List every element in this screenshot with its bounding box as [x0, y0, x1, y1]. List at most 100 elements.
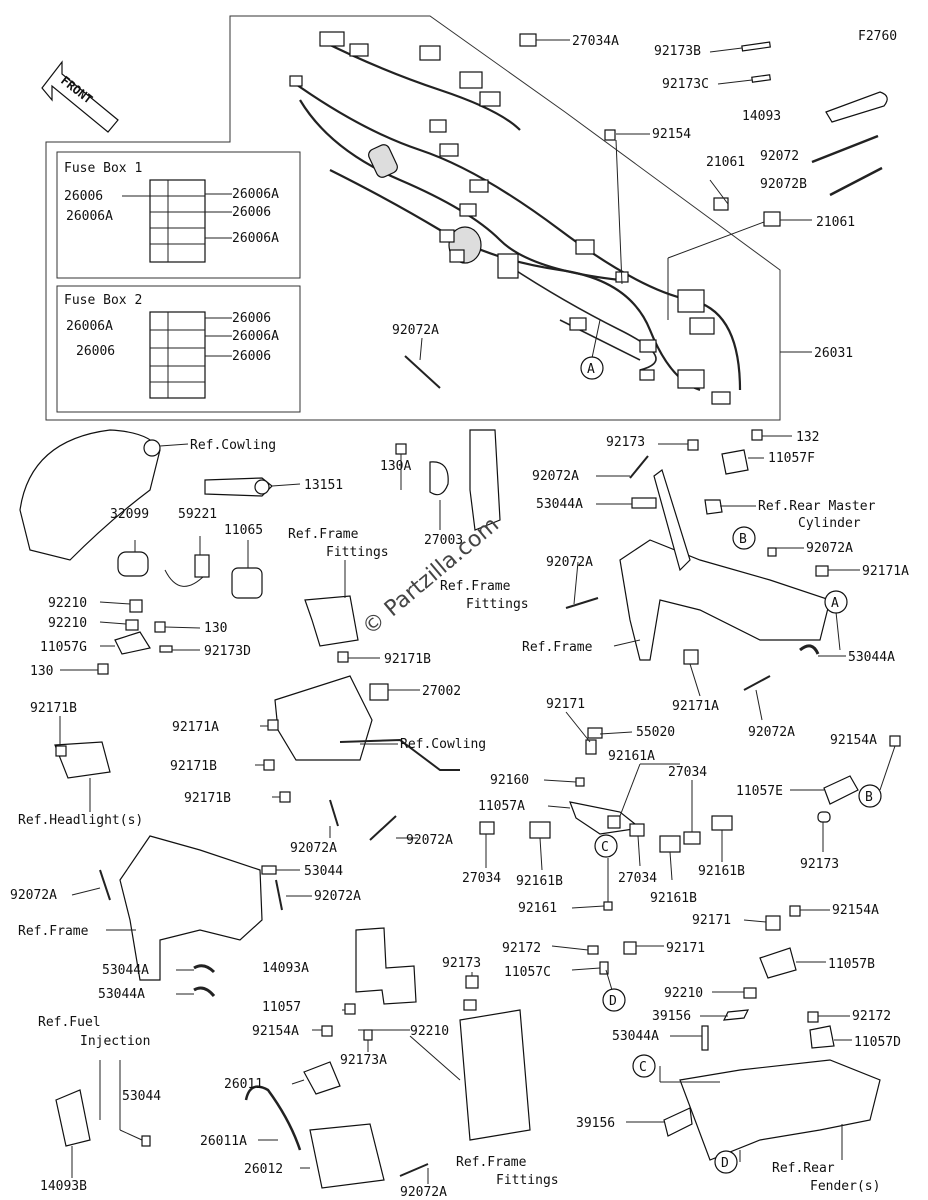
- circle-c-rb: C: [632, 1054, 656, 1078]
- part-132: [751, 429, 763, 441]
- label-53044a-r1: 53044A: [536, 497, 583, 512]
- label-ref-frame-fittings-1a: Ref.Frame: [288, 527, 359, 542]
- part-92210-rb: [743, 987, 757, 999]
- part-14093a: [355, 927, 417, 1005]
- label-92171b-mid: 92171B: [384, 652, 431, 667]
- svg-text:B: B: [739, 532, 747, 547]
- rear-fender-group: [587, 905, 881, 1161]
- fuse-box-1-title: Fuse Box 1: [64, 161, 142, 176]
- part-92072: [811, 134, 879, 164]
- label-ref-frame-fittings-2a: Ref.Frame: [440, 579, 511, 594]
- fuse-box-2-label-5: 26006: [232, 349, 271, 364]
- fuse-box-1-label-5: 26006A: [232, 231, 279, 246]
- label-ref-frame-fittings-1b: Fittings: [326, 545, 389, 560]
- relay-bracket-group: [479, 727, 733, 911]
- part-92173-r: [817, 811, 831, 823]
- part-92161a: [607, 815, 621, 829]
- label-92171-rb1: 92171: [692, 913, 731, 928]
- part-92210-b: [125, 619, 139, 631]
- fuse-box-2-label-2: 26006A: [66, 319, 113, 334]
- part-26011a: [244, 1085, 302, 1151]
- label-11057g: 11057G: [40, 640, 87, 655]
- circle-d-small: D: [602, 988, 626, 1012]
- label-92171b-l2: 92171B: [184, 791, 231, 806]
- label-92161: 92161: [518, 901, 557, 916]
- part-11057f: [721, 449, 749, 475]
- harness-damper: [368, 144, 398, 178]
- label-11057b: 11057B: [828, 957, 875, 972]
- label-92171b-l: 92171B: [170, 759, 217, 774]
- battery-tray: [459, 1009, 531, 1141]
- part-21061-a: [713, 197, 729, 211]
- label-26011a: 26011A: [200, 1134, 247, 1149]
- label-92210-rb: 92210: [664, 986, 703, 1001]
- part-130a: [395, 443, 407, 455]
- part-92072a-m1: [329, 799, 339, 827]
- fuse-box-2-label-4: 26006: [76, 344, 115, 359]
- label-ref-frame-fittings-2b: Fittings: [466, 597, 529, 612]
- horn-bracket: [469, 429, 501, 531]
- part-130-b: [97, 663, 109, 675]
- label-92173-top: 92173: [606, 435, 645, 450]
- label-53044-b: 53044: [122, 1089, 161, 1104]
- label-130-b: 130: [30, 664, 53, 679]
- label-ref-frame-1: Ref.Frame: [522, 640, 593, 655]
- label-92173c: 92173C: [662, 77, 709, 92]
- label-27034-r: 27034: [668, 765, 707, 780]
- part-92173a: [363, 1029, 373, 1041]
- part-92154a-r: [889, 735, 901, 747]
- label-ref-rear-fender-1: Ref.Rear: [772, 1161, 835, 1176]
- part-26012-battery: [309, 1123, 385, 1189]
- fuse-box-2-body: [149, 311, 206, 399]
- part-92072a-r1: [629, 455, 649, 479]
- label-39156-a: 39156: [652, 1009, 691, 1024]
- part-92161b-m: [659, 835, 681, 853]
- part-32099: [117, 551, 149, 577]
- headlight-bracket: [54, 741, 111, 779]
- label-92072a-r3: 92072A: [546, 555, 593, 570]
- part-92173-top: [687, 439, 699, 451]
- svg-text:C: C: [639, 1060, 647, 1075]
- part-92173c: [751, 74, 772, 83]
- part-27002: [369, 683, 389, 701]
- label-ref-rear-fender-2: Fender(s): [810, 1179, 880, 1194]
- part-53044-b: [141, 1135, 151, 1147]
- label-27034a: 27034A: [572, 34, 619, 49]
- label-92171a-r2: 92171A: [672, 699, 719, 714]
- front-arrow-icon: FRONT: [41, 60, 119, 133]
- part-27003-horn: [429, 461, 449, 496]
- label-92072a-b2: 92072A: [314, 889, 361, 904]
- part-92171b-hl: [55, 745, 67, 757]
- label-26031: 26031: [814, 346, 853, 361]
- svg-text:A: A: [831, 596, 839, 611]
- part-92171b-l2: [279, 791, 291, 803]
- part-53044: [261, 865, 277, 875]
- label-14093a: 14093A: [262, 961, 309, 976]
- label-11057a: 11057A: [478, 799, 525, 814]
- harness-frame: [45, 15, 781, 421]
- part-11057g: [114, 631, 151, 655]
- label-11057f: 11057F: [768, 451, 815, 466]
- part-53044a-b1: [193, 964, 216, 974]
- part-92072a-b2: [275, 879, 283, 911]
- part-92072a-m2: [369, 815, 397, 841]
- label-92072a-b3: 92072A: [400, 1185, 447, 1200]
- part-92160: [575, 777, 585, 787]
- part-27034-m: [629, 823, 645, 837]
- label-11057e: 11057E: [736, 784, 783, 799]
- label-92154: 92154: [652, 127, 691, 142]
- label-11057d: 11057D: [854, 1035, 901, 1050]
- circle-a-frame: A: [824, 590, 848, 614]
- part-92171-rb2: [623, 941, 637, 955]
- label-92072: 92072: [760, 149, 799, 164]
- label-53044: 53044: [304, 864, 343, 879]
- label-92171: 92171: [546, 697, 585, 712]
- label-92173a: 92173A: [340, 1053, 387, 1068]
- label-92154a-r: 92154A: [830, 733, 877, 748]
- main-wiring-harness: [289, 31, 742, 405]
- fuse-box-2: Fuse Box 2 26006 26006A 26006A 26006 260…: [56, 285, 301, 413]
- part-21061-b: [763, 211, 781, 227]
- part-26011: [303, 1061, 341, 1095]
- label-26011: 26011: [224, 1077, 263, 1092]
- label-ref-frame-fittings-3b: Fittings: [496, 1173, 559, 1188]
